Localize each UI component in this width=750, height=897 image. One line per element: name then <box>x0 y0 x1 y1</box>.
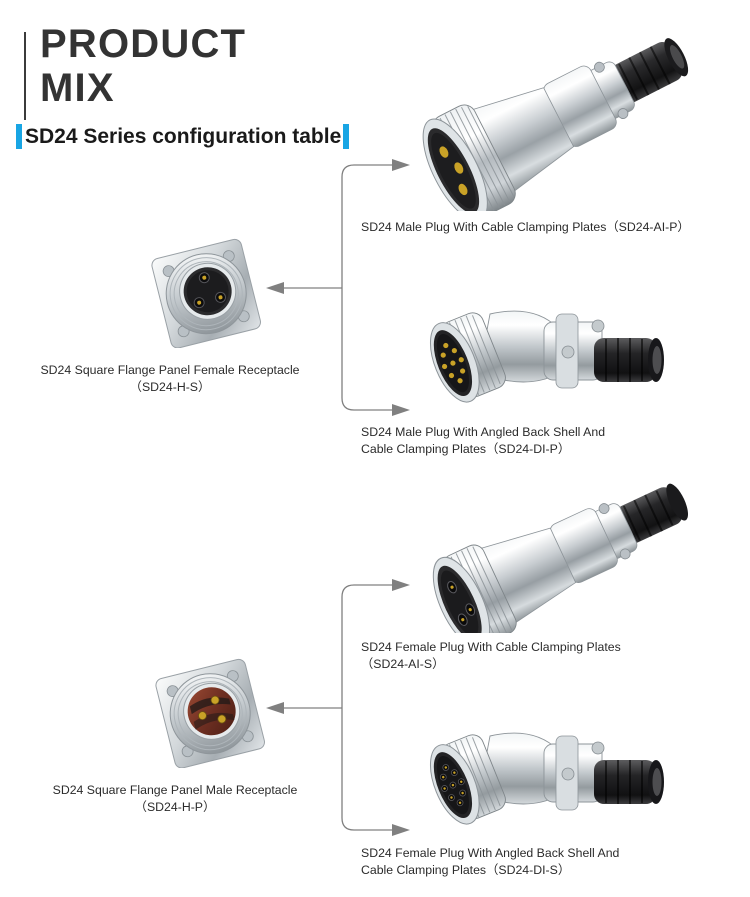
caption-sd24-di-s: SD24 Female Plug With Angled Back Shell … <box>361 846 620 877</box>
product-image-sd24-di-s <box>408 710 678 838</box>
caption-sd24-h-s: SD24 Square Flange Panel Female Receptac… <box>40 363 300 394</box>
connector-bracket-group-2 <box>266 579 410 836</box>
caption-sd24-ai-p: SD24 Male Plug With Cable Clamping Plate… <box>361 220 690 234</box>
title-rule <box>24 32 26 120</box>
product-image-sd24-ai-p <box>408 26 728 211</box>
caption-sd24-h-p: SD24 Square Flange Panel Male Receptacle… <box>52 783 298 814</box>
product-image-sd24-h-p <box>152 656 282 768</box>
connector-bracket-group-1 <box>266 159 410 416</box>
page-title: PRODUCT MIX <box>40 22 247 110</box>
caption-sd24-ai-s: SD24 Female Plug With Cable Clamping Pla… <box>361 640 621 671</box>
accent-bar-left <box>16 123 22 149</box>
accent-bar-right <box>343 123 350 149</box>
subtitle: SD24 Series configuration table <box>16 122 350 150</box>
subtitle-text: SD24 Series configuration table <box>25 124 342 148</box>
product-image-sd24-h-s <box>148 236 278 348</box>
caption-sd24-di-p: SD24 Male Plug With Angled Back Shell An… <box>361 425 606 456</box>
product-image-sd24-di-p <box>408 288 678 416</box>
page-header: PRODUCT MIX SD24 Series configuration ta… <box>0 0 750 160</box>
product-image-sd24-ai-s <box>416 478 726 633</box>
